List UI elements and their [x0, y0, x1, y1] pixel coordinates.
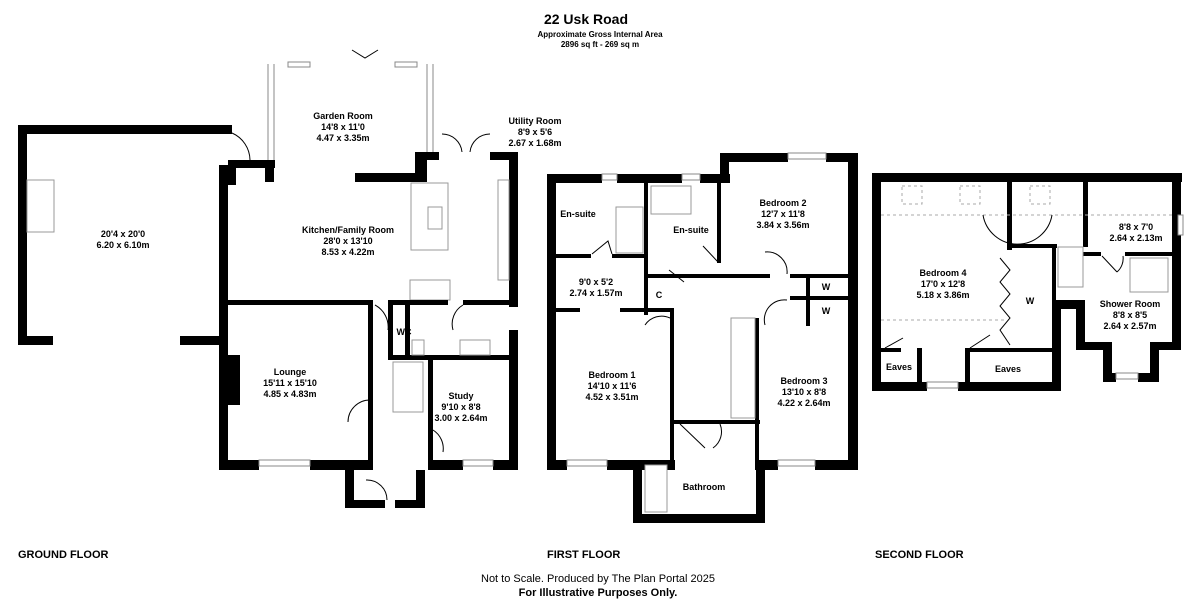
- ground-floor-plan: 20'4 x 20'0 6.20 x 6.10m Garden Room 14'…: [18, 49, 562, 508]
- disclaimer-illustrative: For Illustrative Purposes Only.: [519, 587, 678, 599]
- bedroom-1-imperial: 14'10 x 11'6: [588, 381, 637, 391]
- kitchen-label: Kitchen/Family Room: [302, 225, 394, 235]
- bedroom-2-imperial: 12'7 x 11'8: [761, 209, 805, 219]
- bedroom-3-imperial: 13'10 x 8'8: [782, 387, 826, 397]
- bedroom-1-label: Bedroom 1: [588, 370, 635, 380]
- garage-dimensions-metric: 6.20 x 6.10m: [96, 240, 149, 250]
- wardrobe-1-label: W: [822, 282, 831, 292]
- shower-room-metric: 2.64 x 2.57m: [1103, 321, 1156, 331]
- disclaimer-scale: Not to Scale. Produced by The Plan Porta…: [481, 573, 715, 585]
- second-floor-label: SECOND FLOOR: [875, 549, 964, 561]
- landing-room-imperial: 9'0 x 5'2: [579, 277, 613, 287]
- bedroom-3-label: Bedroom 3: [780, 376, 827, 386]
- bedroom-2-metric: 3.84 x 3.56m: [756, 220, 809, 230]
- landing-room-metric: 2.74 x 1.57m: [569, 288, 622, 298]
- eaves-1-label: Eaves: [886, 362, 912, 372]
- ensuite-2-label: En-suite: [673, 225, 709, 235]
- eaves-2-label: Eaves: [995, 364, 1021, 374]
- area-value: 2896 sq ft - 269 sq m: [561, 40, 639, 49]
- kitchen-metric: 8.53 x 4.22m: [321, 247, 374, 257]
- garden-room-metric: 4.47 x 3.35m: [316, 133, 369, 143]
- shower-room-label: Shower Room: [1100, 299, 1161, 309]
- garden-room-imperial: 14'8 x 11'0: [321, 122, 365, 132]
- second-floor-plan: 8'8 x 7'0 2.64 x 2.13m Bedroom 4 17'0 x …: [872, 173, 1184, 391]
- utility-room-imperial: 8'9 x 5'6: [518, 127, 552, 137]
- wc-label: WC: [397, 327, 412, 337]
- area-subtitle: Approximate Gross Internal Area: [537, 30, 663, 39]
- landing-2-imperial: 8'8 x 7'0: [1119, 222, 1153, 232]
- bedroom-4-metric: 5.18 x 3.86m: [916, 290, 969, 300]
- bedroom-4-imperial: 17'0 x 12'8: [921, 279, 965, 289]
- lounge-metric: 4.85 x 4.83m: [263, 389, 316, 399]
- lounge-imperial: 15'11 x 15'10: [263, 378, 317, 388]
- wardrobe-3-label: W: [1026, 296, 1035, 306]
- bedroom-1-metric: 4.52 x 3.51m: [585, 392, 638, 402]
- cupboard-label: C: [656, 290, 663, 300]
- utility-room-metric: 2.67 x 1.68m: [508, 138, 561, 148]
- study-imperial: 9'10 x 8'8: [441, 402, 480, 412]
- bedroom-3-metric: 4.22 x 2.64m: [777, 398, 830, 408]
- landing-2-metric: 2.64 x 2.13m: [1109, 233, 1162, 243]
- ground-floor-label: GROUND FLOOR: [18, 549, 108, 561]
- first-floor-label: FIRST FLOOR: [547, 549, 620, 561]
- bedroom-4-label: Bedroom 4: [919, 268, 966, 278]
- utility-room-label: Utility Room: [509, 116, 562, 126]
- property-title: 22 Usk Road: [544, 11, 628, 27]
- shower-room-imperial: 8'8 x 8'5: [1113, 310, 1147, 320]
- ensuite-1-label: En-suite: [560, 209, 596, 219]
- bedroom-2-label: Bedroom 2: [759, 198, 806, 208]
- study-metric: 3.00 x 2.64m: [434, 413, 487, 423]
- kitchen-imperial: 28'0 x 13'10: [323, 236, 372, 246]
- wardrobe-2-label: W: [822, 306, 831, 316]
- garden-room-label: Garden Room: [313, 111, 373, 121]
- first-floor-plan: En-suite En-suite Bedroom 2 12'7 x 11'8 …: [547, 152, 858, 523]
- lounge-label: Lounge: [274, 367, 307, 377]
- bathroom-label: Bathroom: [683, 482, 726, 492]
- garage-dimensions-imperial: 20'4 x 20'0: [101, 229, 145, 239]
- study-label: Study: [448, 391, 473, 401]
